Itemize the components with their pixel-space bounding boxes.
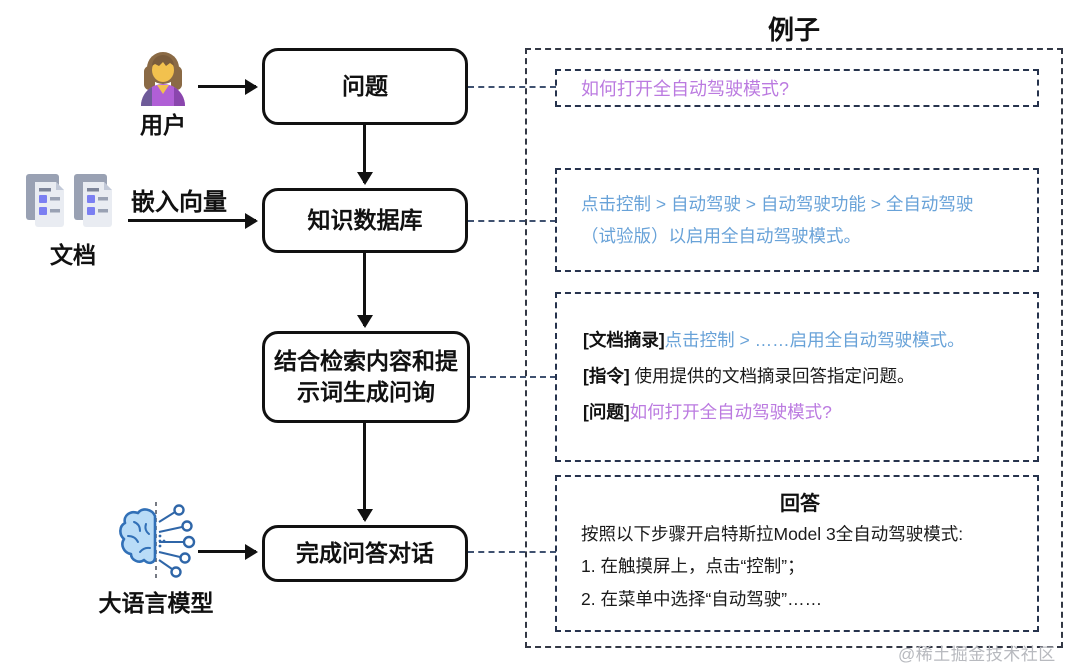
example-panel: [525, 48, 1063, 648]
arrow-docs-to-kb: [128, 212, 258, 229]
connector-question-to-example: [468, 86, 556, 88]
llm-label: 大语言模型: [98, 590, 214, 616]
answer-line-1: 按照以下步骤开启特斯拉Model 3全自动驾驶模式:: [581, 524, 964, 544]
user-avatar-icon: [141, 52, 185, 106]
arrow-combine-to-complete: [356, 423, 373, 522]
answer-title: 回答: [780, 493, 820, 515]
prompt-line-question: [问题]如何打开全自动驾驶模式?: [583, 395, 1019, 431]
connector-combine-to-example: [470, 376, 556, 378]
prompt-line-instruction: [指令] 使用提供的文档摘录回答指定问题。: [583, 359, 1019, 395]
excerpt-tag: [文档摘录]: [583, 330, 665, 351]
llm-brain-icon: [119, 502, 196, 582]
documents-label: 文档: [50, 242, 96, 268]
connector-complete-to-example: [468, 551, 556, 553]
user-label: 用户: [140, 112, 186, 138]
instruction-tag: [指令]: [583, 366, 630, 387]
instruction-text: 使用提供的文档摘录回答指定问题。: [629, 366, 915, 387]
example-retrieval-box: 点击控制 > 自动驾驶 > 自动驾驶功能 > 全自动驾驶（试验版）以启用全自动驾…: [555, 168, 1039, 272]
question-tag: [问题]: [583, 401, 630, 422]
example-question-box: 如何打开全自动驾驶模式?: [555, 69, 1039, 107]
flow-node-complete-qa: 完成问答对话: [262, 525, 468, 582]
arrow-user-to-question: [198, 78, 258, 95]
arrow-question-to-kb: [356, 125, 373, 185]
arrow-llm-to-complete: [198, 543, 258, 560]
example-prompt-box: [文档摘录]点击控制 > ……启用全自动驾驶模式。 [指令] 使用提供的文档摘录…: [555, 292, 1039, 462]
documents-icon: [26, 174, 112, 227]
arrow-kb-to-combine: [356, 253, 373, 328]
example-answer-box: 回答 按照以下步骤开启特斯拉Model 3全自动驾驶模式: 1. 在触摸屏上，点…: [555, 475, 1039, 632]
answer-line-3: 2. 在菜单中选择“自动驾驶”……: [581, 588, 823, 609]
flow-node-knowledge-db: 知识数据库: [262, 188, 468, 253]
embedding-edge-label: 嵌入向量: [131, 189, 227, 216]
site-watermark: @稀土掘金技术社区: [898, 645, 1056, 664]
retrieval-text: 点击控制 > 自动驾驶 > 自动驾驶功能 > 全自动驾驶（试验版）以启用全自动驾…: [581, 193, 974, 246]
flow-node-combine-prompt: 结合检索内容和提示词生成问询: [262, 331, 470, 423]
connector-kb-to-example: [468, 220, 556, 222]
excerpt-text: 点击控制 > ……启用全自动驾驶模式。: [664, 330, 965, 351]
example-panel-title: 例子: [767, 15, 820, 45]
answer-line-2: 1. 在触摸屏上，点击“控制”；: [581, 556, 805, 577]
question-text: 如何打开全自动驾驶模式?: [629, 401, 832, 422]
prompt-line-excerpt: [文档摘录]点击控制 > ……启用全自动驾驶模式。: [583, 323, 1019, 359]
flow-node-question: 问题: [262, 48, 468, 125]
